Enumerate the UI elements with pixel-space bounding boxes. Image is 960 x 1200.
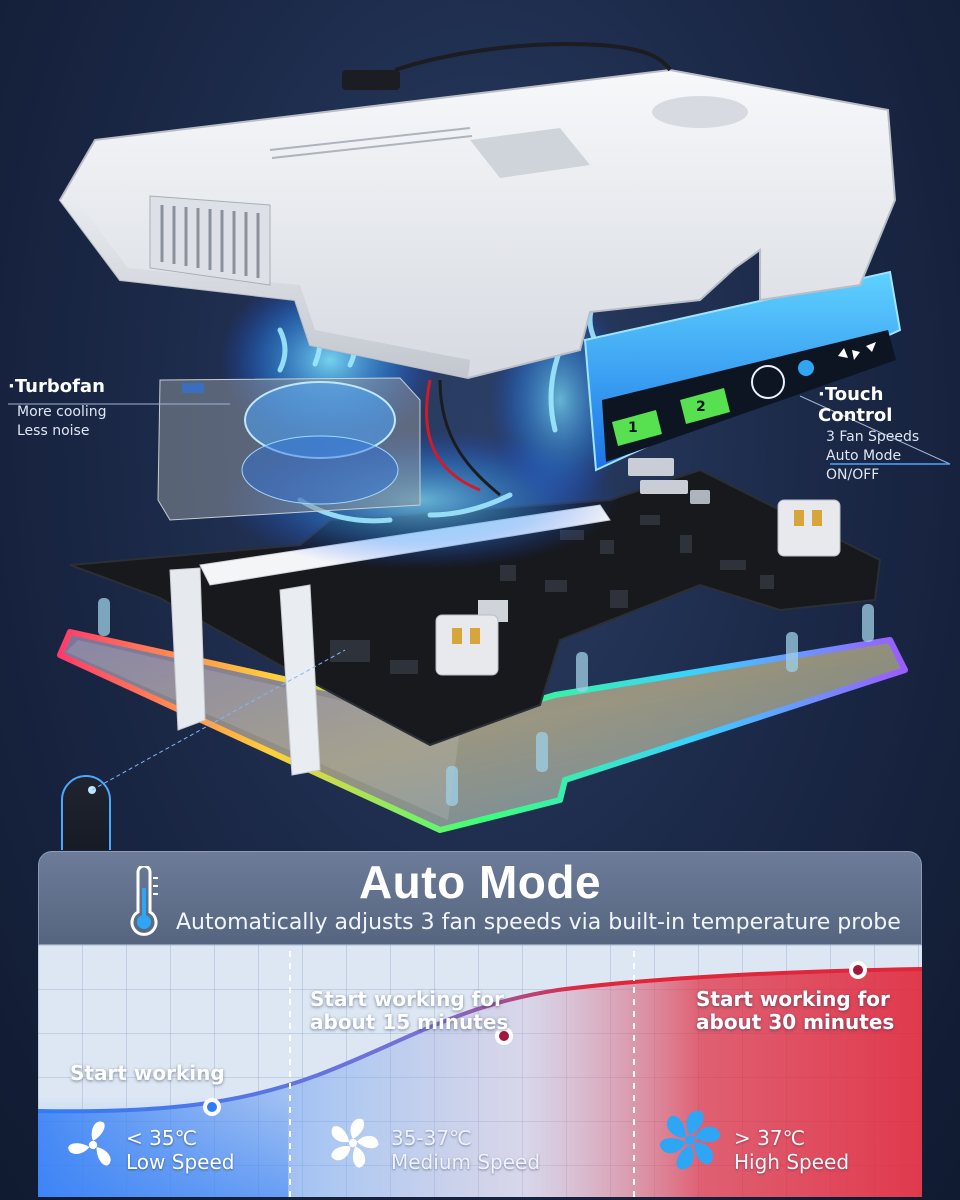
speed-medium: 35-37℃ Medium Speed [391,1126,540,1174]
speed-temperature: 35-37℃ [391,1126,472,1150]
fan-icon [838,348,860,360]
touch-control-feature: Auto Mode [826,448,902,464]
speed-name: Medium Speed [391,1150,541,1174]
fan-icon [331,1118,379,1168]
bullet-dot: · [818,384,825,405]
temperature-probe [61,649,346,850]
speed-high: > 37℃ High Speed [734,1126,849,1174]
auto-mode-subtitle: Automatically adjusts 3 fan speeds via b… [176,910,901,935]
turbofan-feature: More cooling [17,404,107,420]
bullet-dot: · [8,376,15,397]
product-illustration: 1 2 [8,42,951,850]
standoffs [98,598,874,806]
stage-label-line: Start working for [696,987,890,1011]
auto-button-icon [751,365,785,399]
svg-text:1: 1 [628,420,638,436]
thermometer-icon [130,866,158,936]
controller-icon: 2 [680,388,730,424]
speed-curve [38,967,922,1114]
vent-grille [160,205,260,278]
white-stand-shell [58,68,897,380]
turbofan-unit [157,377,421,521]
fan-icon [798,360,814,376]
speed-low: < 35℃ Low Speed [126,1126,234,1174]
stage-marker-15min [495,1027,513,1045]
auto-mode-panel [38,851,922,945]
touch-control-panel: 1 2 [583,270,902,472]
touch-control-callout: ·Touch Control 3 Fan Speeds Auto Mode ON… [818,384,958,485]
turbofan-features: More cooling Less noise [8,403,208,441]
stage-marker-30min [849,961,867,979]
turbofan-callout: ·Turbofan More cooling Less noise [8,376,208,441]
charging-contact-right [777,499,841,557]
stage-label-line: Start working for [310,987,504,1011]
usb-cable-icon [342,42,672,90]
touch-control-title: Touch Control [818,384,893,426]
stage-label-line: about 30 minutes [696,1010,895,1034]
charging-contact-left [435,614,499,676]
controller-icon: 1 [612,410,662,446]
speed-name: Low Speed [126,1150,235,1174]
speed-temperature: < 35℃ [126,1126,198,1150]
stage-label-30min: Start working for about 30 minutes [696,988,894,1034]
turbofan-title: Turbofan [14,376,105,397]
stage-label-start: Start working [70,1061,225,1085]
auto-mode-title: Auto Mode [358,856,602,908]
touch-control-features: 3 Fan Speeds Auto Mode ON/OFF [818,428,958,485]
speed-name: High Speed [734,1150,850,1174]
touch-control-feature: 3 Fan Speeds [826,429,920,445]
stage-label-15min: Start working for about 15 minutes [310,988,508,1034]
stage-marker-start [203,1098,221,1116]
svg-text:2: 2 [696,399,706,415]
stage-label-line: about 15 minutes [310,1010,509,1034]
fan-icon [659,1110,721,1170]
turbofan-feature: Less noise [17,423,90,439]
touch-control-feature: ON/OFF [826,467,880,483]
fan-icon [68,1121,111,1166]
speed-temperature: > 37℃ [734,1126,806,1150]
